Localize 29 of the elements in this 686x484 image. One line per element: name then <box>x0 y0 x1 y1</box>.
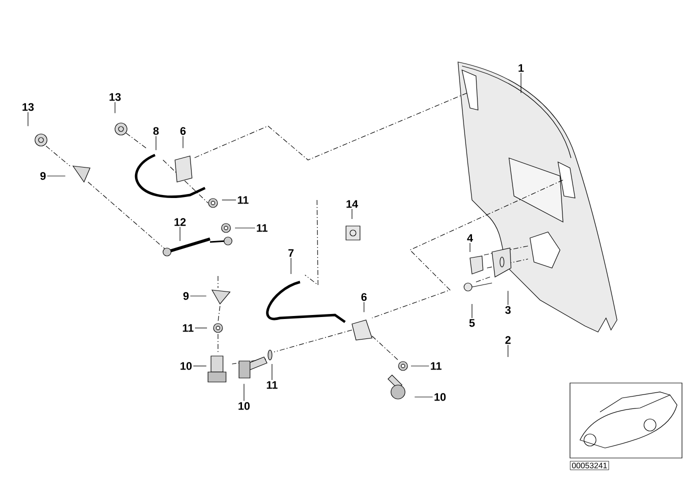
callout-number: 11 <box>430 362 442 370</box>
leader-line <box>414 396 433 398</box>
callout-number: 11 <box>266 381 278 389</box>
callout-number: 9 <box>183 292 189 300</box>
callout-number: 11 <box>238 196 248 204</box>
callout-number: 10 <box>180 362 192 370</box>
leader-line <box>520 72 522 94</box>
callout-number: 3 <box>505 306 511 314</box>
callout-number: 4 <box>467 234 473 242</box>
callout-number: 13 <box>22 103 34 111</box>
callout-number: 12 <box>174 218 186 226</box>
callout-number: 7 <box>288 249 294 257</box>
leader-line <box>114 102 116 114</box>
callout-number: 9 <box>40 172 46 180</box>
callout-number: 5 <box>469 319 475 327</box>
leader-line <box>182 136 184 148</box>
callout-number: 10 <box>434 393 446 401</box>
callout-number: 6 <box>180 127 186 135</box>
callout-number: 10 <box>238 402 250 410</box>
callout-number: 6 <box>361 293 367 301</box>
callout-number: 2 <box>505 336 511 344</box>
callout-number: 14 <box>346 200 358 208</box>
reference-number: 00053241 <box>570 461 609 470</box>
callout-number: 11 <box>256 224 268 232</box>
callout-number: 1 <box>518 64 524 72</box>
callout-number: 8 <box>153 127 159 135</box>
callout-number: 11 <box>182 324 194 332</box>
leader-line <box>290 258 292 274</box>
callout-number: 13 <box>110 93 121 101</box>
